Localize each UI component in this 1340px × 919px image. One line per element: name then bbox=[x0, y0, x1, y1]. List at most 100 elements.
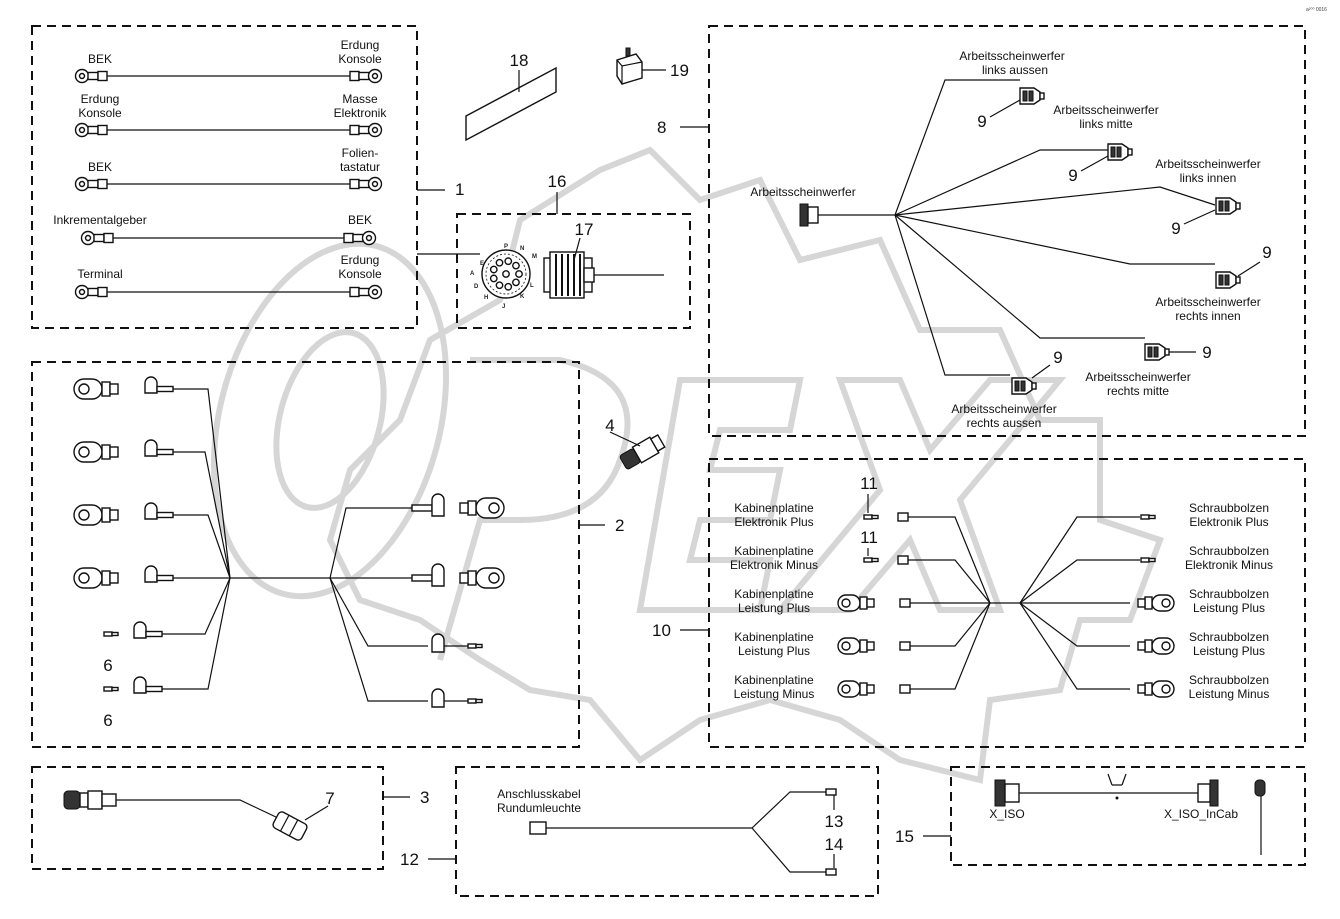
callout-12: 12 bbox=[400, 850, 419, 869]
callout-14: 14 bbox=[825, 835, 844, 854]
label-erdung: Erdung bbox=[341, 38, 380, 52]
pin-label: D bbox=[474, 284, 479, 290]
callout-10: 10 bbox=[652, 621, 671, 640]
callout-6: 6 bbox=[103, 711, 112, 730]
callout-7: 7 bbox=[325, 789, 334, 808]
label-bek: BEK bbox=[88, 160, 112, 174]
callout-19: 19 bbox=[670, 61, 689, 80]
label-rs-innen-a: Arbeitsscheinwerfer bbox=[1155, 295, 1260, 309]
label-elektronik-minus: Elektronik Minus bbox=[1185, 558, 1273, 572]
callout-6: 6 bbox=[103, 656, 112, 675]
label-schraubbolzen: Schraubbolzen bbox=[1189, 544, 1269, 558]
callout-11: 11 bbox=[860, 528, 878, 547]
pin-label: P bbox=[504, 244, 508, 250]
callout-3: 3 bbox=[420, 788, 429, 807]
callout-9: 9 bbox=[1053, 348, 1062, 367]
connector-17-ribs bbox=[555, 254, 581, 296]
label-kabinenplatine: Kabinenplatine bbox=[734, 673, 814, 687]
connector-pin bbox=[489, 265, 498, 274]
corner-code: a²⁰⁰ 0016 bbox=[1306, 7, 1327, 13]
harness-group-1: 1 BEK Erdung Konsole Erdung Konsole Mass… bbox=[31, 25, 464, 329]
label-bek: BEK bbox=[348, 213, 372, 227]
label-schraubbolzen: Schraubbolzen bbox=[1189, 501, 1269, 515]
pin-label: N bbox=[520, 246, 524, 252]
label-x-iso: X_ISO bbox=[989, 807, 1024, 821]
pin-label: K bbox=[520, 294, 525, 300]
label-bek: BEK bbox=[88, 52, 112, 66]
pin-label: L bbox=[530, 283, 534, 289]
callout-16: 16 bbox=[548, 172, 567, 191]
callout-13: 13 bbox=[825, 812, 844, 831]
callout-18: 18 bbox=[510, 51, 529, 70]
connector-pin bbox=[504, 257, 513, 266]
label-leistung-minus: Leistung Minus bbox=[1189, 687, 1270, 701]
label-terminal: Terminal bbox=[77, 267, 122, 281]
label-elektronik: Elektronik bbox=[334, 106, 388, 120]
label-masse: Masse bbox=[342, 92, 378, 106]
label-ls-mitte-a: Arbeitsscheinwerfer bbox=[1053, 103, 1158, 117]
label-elektronik-plus: Elektronik Plus bbox=[1189, 515, 1268, 529]
part-19-relay: 19 bbox=[616, 47, 689, 85]
connector-pin bbox=[504, 282, 513, 291]
label-folien: Folien- bbox=[342, 146, 379, 160]
watermark bbox=[210, 146, 1164, 784]
pin-label: M bbox=[532, 254, 537, 260]
label-leistung-plus: Leistung Plus bbox=[738, 601, 810, 615]
label-leistung-plus: Leistung Plus bbox=[1193, 644, 1265, 658]
pin-label: A bbox=[470, 271, 475, 277]
callout-1: 1 bbox=[455, 180, 464, 199]
connector-pin bbox=[512, 278, 520, 287]
connector-pin bbox=[495, 281, 504, 290]
callout-9: 9 bbox=[977, 112, 986, 131]
callout-9: 9 bbox=[1262, 243, 1271, 262]
callout-4: 4 bbox=[605, 416, 614, 435]
label-anschlusskabel: Anschlusskabel bbox=[497, 787, 580, 801]
label-ls-mitte-b: links mitte bbox=[1079, 117, 1133, 131]
label-konsole: Konsole bbox=[338, 267, 382, 281]
connector-pin bbox=[495, 258, 504, 267]
label-elektronik-minus: Elektronik Minus bbox=[730, 558, 818, 572]
label-ls-innen-a: Arbeitsscheinwerfer bbox=[1155, 157, 1260, 171]
label-leistung-plus: Leistung Plus bbox=[1193, 601, 1265, 615]
label-rs-aussen-a: Arbeitsscheinwerfer bbox=[951, 402, 1056, 416]
callout-8: 8 bbox=[657, 118, 666, 137]
label-rs-mitte-a: Arbeitsscheinwerfer bbox=[1085, 370, 1190, 384]
label-konsole: Konsole bbox=[338, 52, 382, 66]
label-rs-innen-b: rechts innen bbox=[1175, 309, 1240, 323]
label-konsole: Konsole bbox=[78, 106, 122, 120]
label-schraubbolzen: Schraubbolzen bbox=[1189, 587, 1269, 601]
harness-group-8: 8 Arbeitsscheinwerfer Arbeitsscheinwerfe… bbox=[657, 25, 1306, 437]
connector-pin bbox=[489, 274, 498, 283]
pin-label: E bbox=[480, 261, 484, 267]
label-ls-aussen-a: Arbeitsscheinwerfer bbox=[959, 49, 1064, 63]
part-4-sensor-plug: 4 bbox=[605, 416, 666, 470]
label-erdung: Erdung bbox=[341, 253, 380, 267]
callout-17: 17 bbox=[575, 220, 594, 239]
label-inkrementalgeber: Inkrementalgeber bbox=[53, 213, 146, 227]
callout-15: 15 bbox=[895, 827, 914, 846]
label-kabinenplatine: Kabinenplatine bbox=[734, 544, 814, 558]
pin-label: J bbox=[502, 304, 505, 310]
label-rs-aussen-b: rechts aussen bbox=[967, 416, 1042, 430]
connector-17-pins bbox=[489, 257, 523, 291]
pin-label: H bbox=[484, 295, 488, 301]
label-rundumleuchte: Rundumleuchte bbox=[497, 801, 581, 815]
callout-9: 9 bbox=[1202, 343, 1211, 362]
harness-group-12: 12 Anschlusskabel Rundumleuchte 13 14 bbox=[400, 766, 879, 897]
harness-group-10: 10 Kabinenplatine Elektronik Plus Kabine… bbox=[652, 458, 1306, 748]
harness-group-15: 15 X_ISO X_ISO_InCab bbox=[895, 766, 1306, 866]
label-elektronik-plus: Elektronik Plus bbox=[734, 515, 813, 529]
part-18-label-strip: 18 bbox=[465, 51, 557, 142]
label-kabinenplatine: Kabinenplatine bbox=[734, 587, 814, 601]
connector-pin bbox=[515, 270, 523, 278]
label-erdung: Erdung bbox=[81, 92, 120, 106]
label-schraubbolzen: Schraubbolzen bbox=[1189, 630, 1269, 644]
label-leistung-minus: Leistung Minus bbox=[734, 687, 815, 701]
harness-group-16: 16 E A D H J K L M N P 17 bbox=[417, 172, 691, 329]
label-arbeitsscheinwerfer: Arbeitsscheinwerfer bbox=[750, 185, 855, 199]
connector-pin bbox=[512, 261, 520, 270]
callout-2: 2 bbox=[615, 516, 624, 535]
label-kabinenplatine: Kabinenplatine bbox=[734, 630, 814, 644]
harness-group-3: 3 7 bbox=[31, 766, 429, 870]
